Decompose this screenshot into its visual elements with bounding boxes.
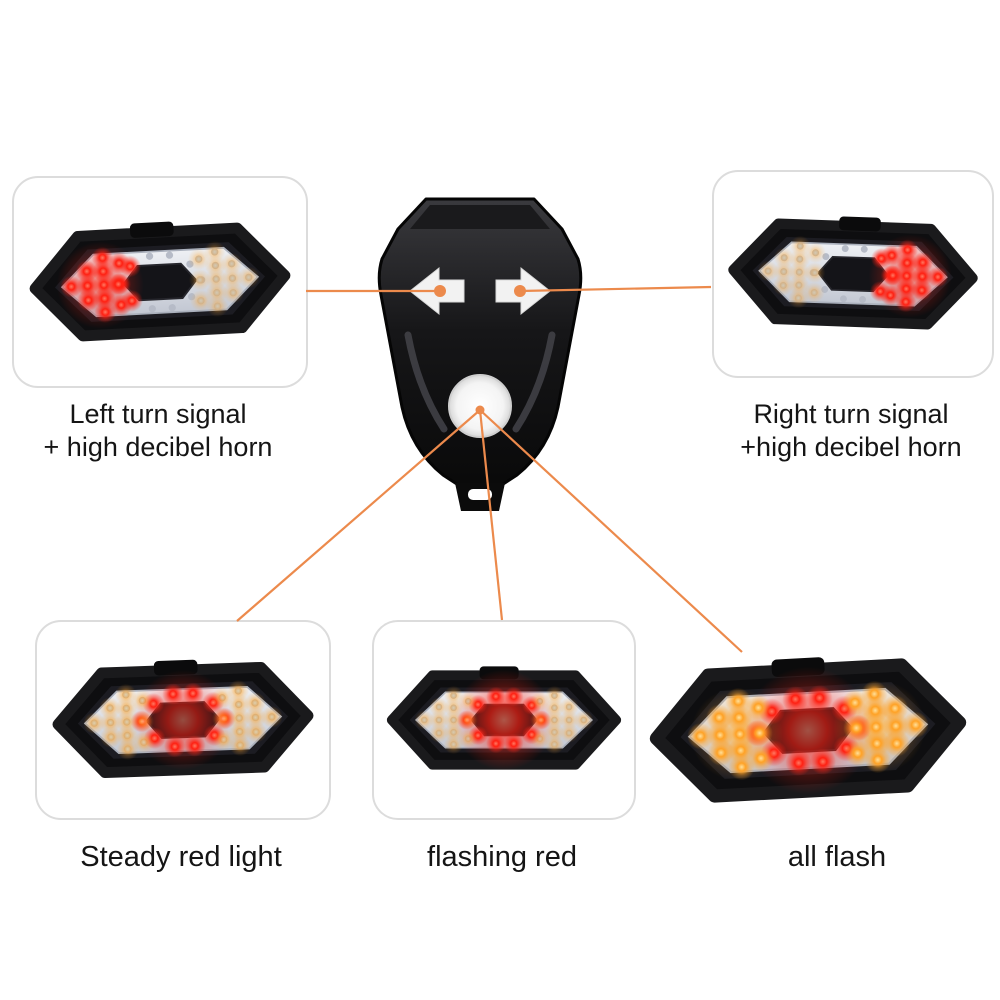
callout-box-right-turn [712, 170, 994, 378]
callout-box-left-turn [12, 176, 308, 388]
tail-light-all-flash-image [649, 656, 967, 803]
right-turn-caption-line2: +high decibel horn [740, 431, 962, 462]
callout-box-steady-red [35, 620, 331, 820]
horn-button-icon [448, 374, 512, 438]
tail-light-flashing-red-image [386, 666, 622, 771]
steady-red-caption: Steady red light [80, 841, 282, 873]
remote-control-image [352, 185, 608, 515]
left-turn-caption-line1: Left turn signal [69, 399, 247, 429]
tail-light-right-turn-image [728, 216, 978, 330]
right-turn-caption: Right turn signal +high decibel horn [696, 398, 1000, 464]
left-turn-caption: Left turn signal + high decibel horn [0, 398, 316, 464]
right-turn-caption-line1: Right turn signal [753, 399, 949, 429]
tail-light-left-turn-image [29, 221, 291, 342]
remote-control-svg [377, 197, 583, 511]
left-turn-caption-line2: + high decibel horn [43, 431, 273, 462]
callout-box-flashing-red [372, 620, 636, 820]
flashing-red-caption: flashing red [427, 841, 577, 873]
tail-light-steady-red-image [52, 659, 314, 779]
lanyard-slot [468, 489, 492, 500]
remote-top-panel [410, 205, 550, 229]
all-flash-caption: all flash [787, 841, 887, 873]
callout-all-flash [640, 638, 976, 822]
